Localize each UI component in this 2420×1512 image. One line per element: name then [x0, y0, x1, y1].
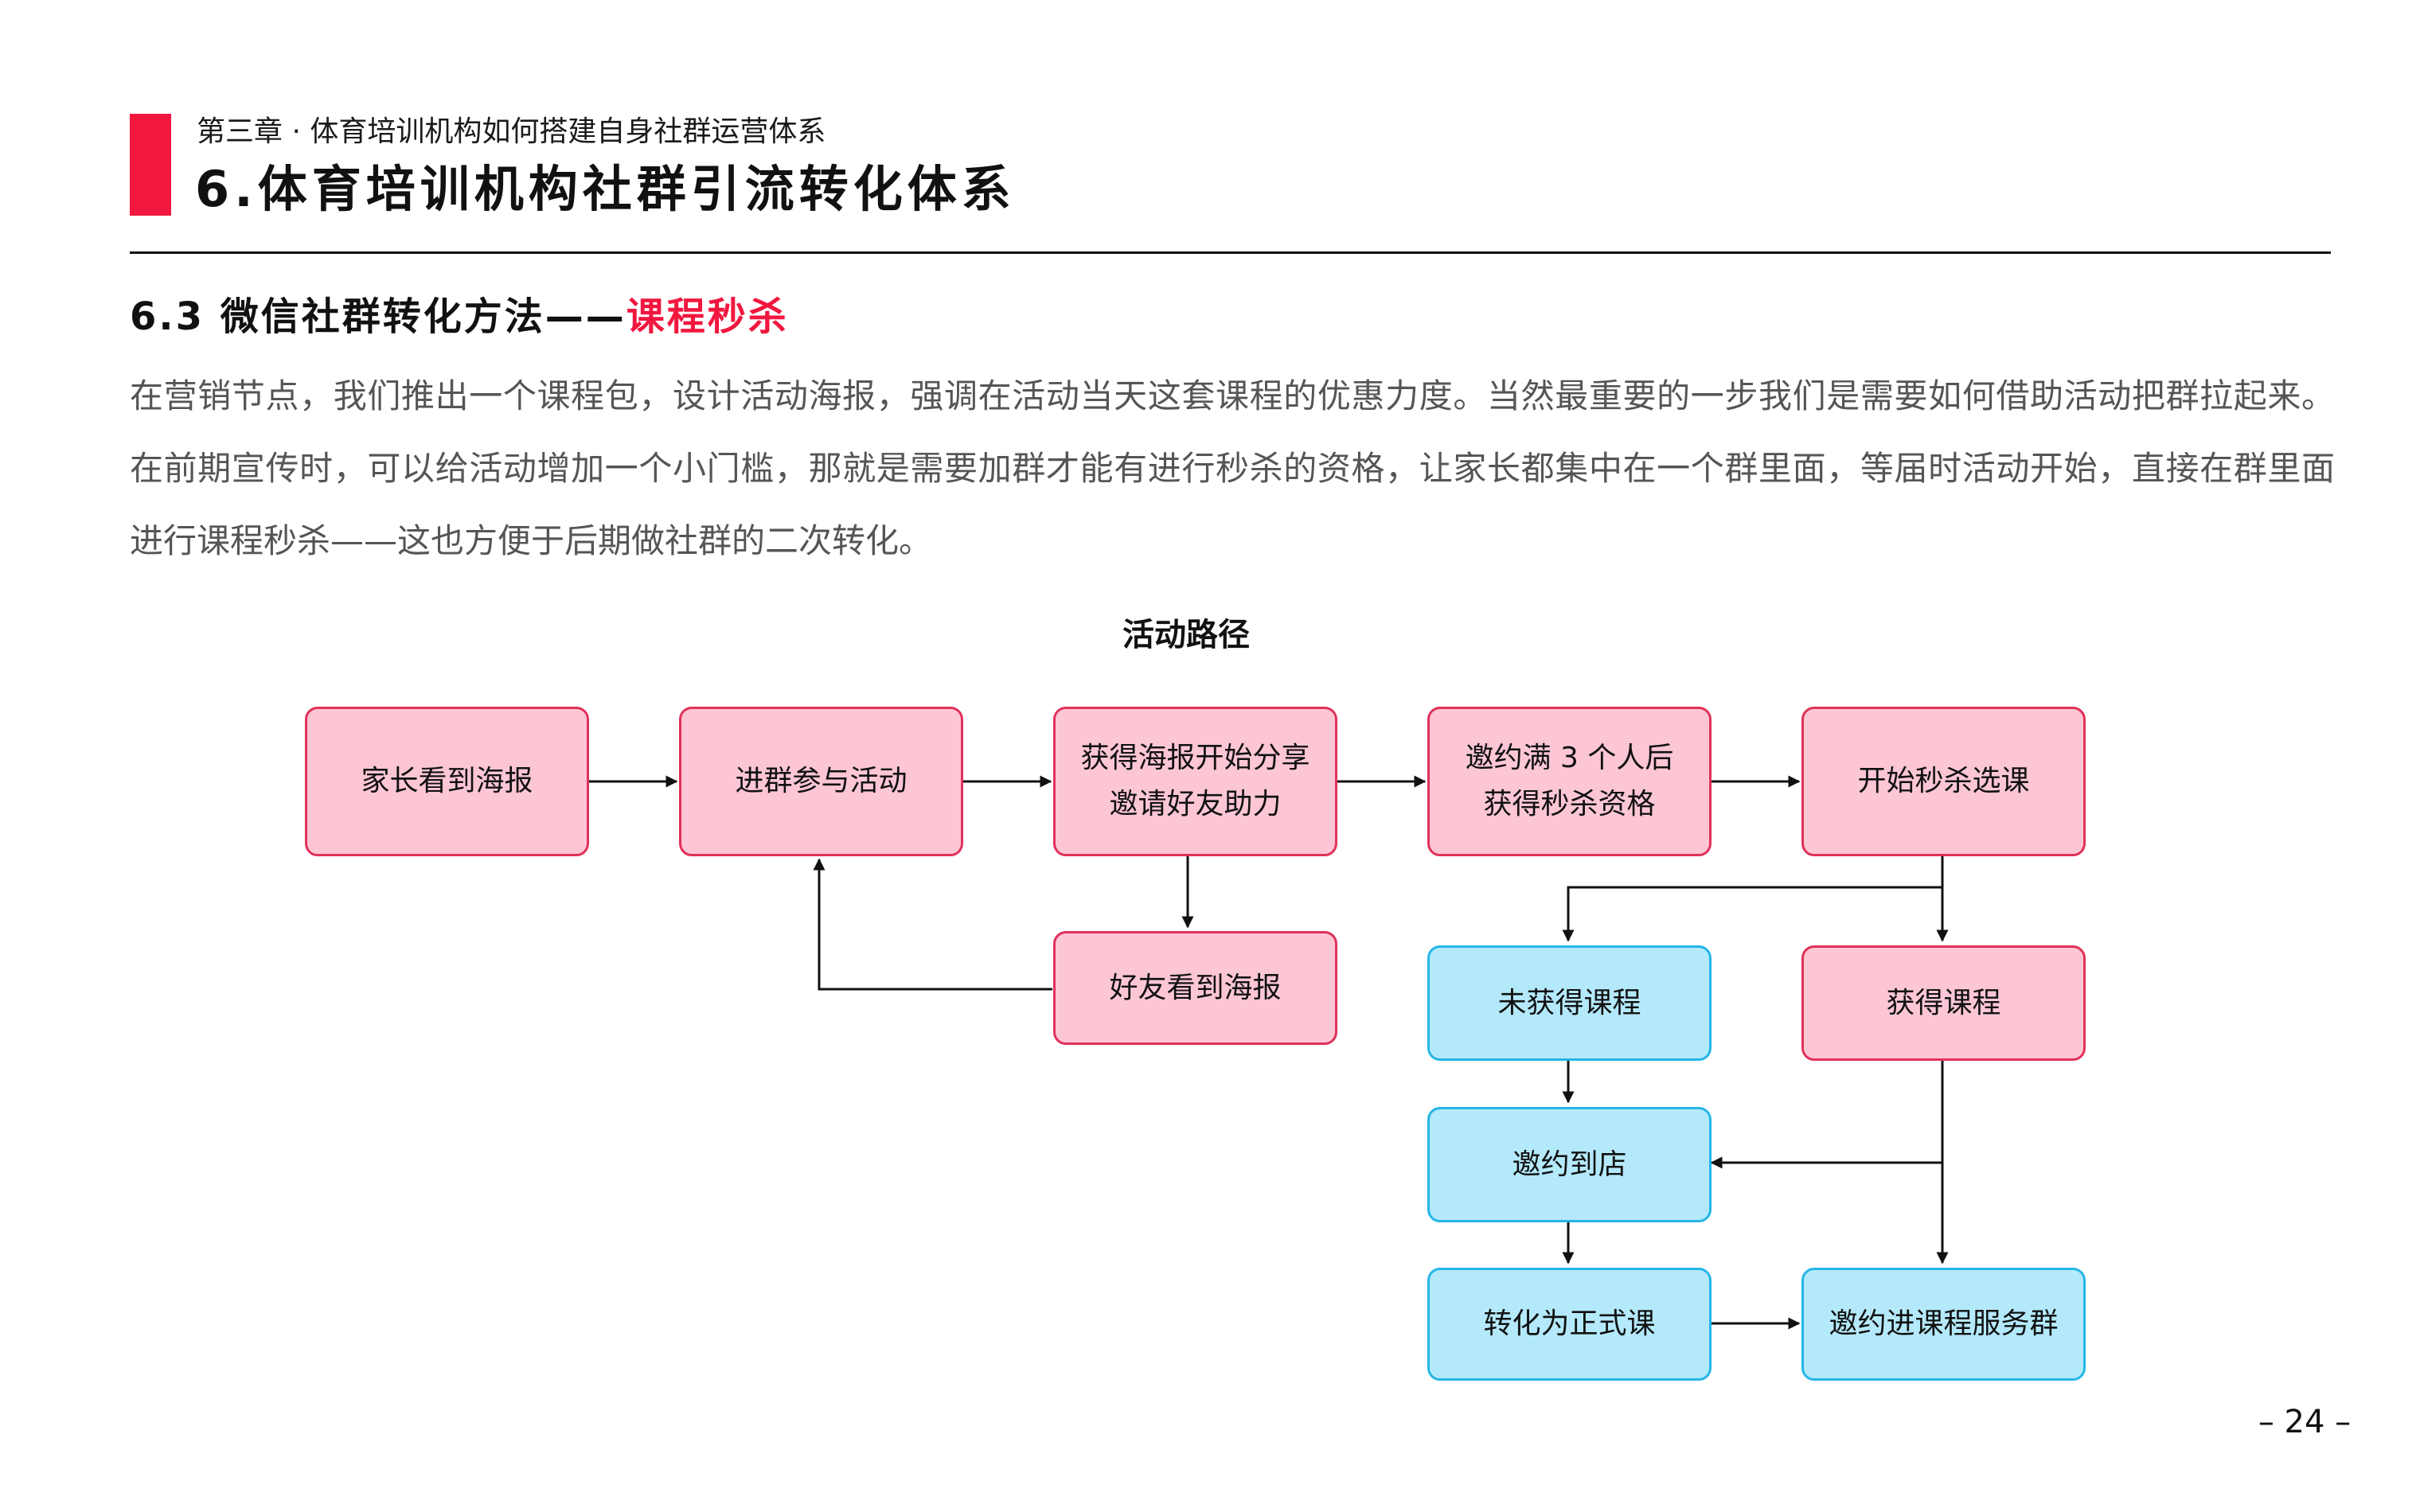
- arrow-friend-to-join: [813, 858, 1052, 991]
- header-accent-bar: [130, 114, 171, 216]
- node-parent-sees-poster: 家长看到海报: [305, 707, 589, 856]
- node-invite-three: 邀约满 3 个人后 获得秒杀资格: [1427, 707, 1712, 856]
- body-paragraph: 在营销节点，我们推出一个课程包，设计活动海报，强调在活动当天这套课程的优惠力度。…: [130, 376, 2335, 560]
- section-heading: 6.3 微信社群转化方法——课程秒杀: [130, 291, 789, 342]
- node-convert-formal: 转化为正式课: [1427, 1268, 1712, 1381]
- node-join-group: 进群参与活动: [679, 707, 963, 856]
- node-invite-service-group: 邀约进课程服务群: [1801, 1268, 2086, 1381]
- page-number: – 24 –: [2258, 1404, 2352, 1440]
- node-get-poster-share: 获得海报开始分享 邀请好友助力: [1053, 707, 1337, 856]
- page-title: 6.体育培训机构社群引流转化体系: [195, 160, 1016, 218]
- node-invite-to-store: 邀约到店: [1427, 1107, 1712, 1222]
- chapter-label: 第三章 · 体育培训机构如何搭建自身社群运营体系: [197, 115, 826, 148]
- section-heading-highlight: 课程秒杀: [626, 294, 789, 339]
- node-get-course: 获得课程: [1801, 945, 2086, 1061]
- diagram-title: 活动路径: [1122, 617, 1250, 653]
- node-start-flash-sale: 开始秒杀选课: [1801, 707, 2086, 856]
- node-friend-sees-poster: 好友看到海报: [1053, 931, 1337, 1045]
- header-divider: [130, 251, 2331, 254]
- section-heading-prefix: 6.3 微信社群转化方法——: [130, 294, 626, 339]
- node-not-get-course: 未获得课程: [1427, 945, 1712, 1061]
- arrow-sale-to-not-get: [1562, 886, 1942, 942]
